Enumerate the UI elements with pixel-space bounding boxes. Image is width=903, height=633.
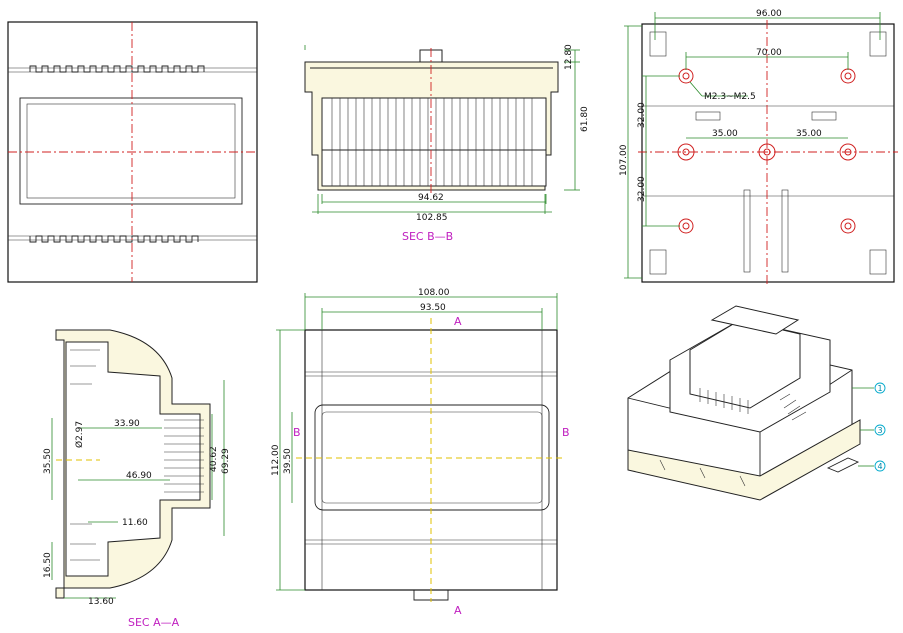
section-bb-fins [331,98,533,186]
dim-33-90: 33.90 [114,419,140,429]
dim-35-00-left: 35.00 [712,129,738,139]
top-view [7,21,258,283]
top-vent-teeth [29,65,205,73]
dim-32-00-lower: 32.00 [637,176,647,202]
dim-108-00: 108.00 [418,288,450,298]
dim-112-00: 112.00 [271,444,281,476]
dim-69-29: 69.29 [221,448,231,474]
bottom-view-frame [641,23,895,283]
dim-46-90: 46.90 [126,471,152,481]
dim-70-00: 70.00 [756,48,782,58]
dim-93-50: 93.50 [420,303,446,313]
callout-3-label: 3 [878,426,883,435]
bottom-view: 96.00 70.00 35.00 35.00 107.00 32.00 32.… [619,9,898,285]
dim-13-60: 13.60 [88,597,114,607]
screw-spec: M2.3~M2.5 [704,92,756,102]
dim-96-00: 96.00 [756,9,782,19]
mark-b-left: B [293,426,301,439]
iso-view: 1 3 4 [627,305,886,501]
dim-102-85: 102.85 [416,213,448,223]
callout-1 [874,382,886,394]
iso-top-cover [710,305,800,335]
dim-35-00-right: 35.00 [796,129,822,139]
dim-35-50: 35.50 [43,448,53,474]
dim-107-00: 107.00 [619,144,629,176]
section-aa-fins [70,349,204,561]
section-aa: 33.90 46.90 11.60 13.60 35.50 16.50 40.6… [43,329,231,629]
mark-b-right: B [562,426,570,439]
section-aa-title: SEC A—A [128,616,180,629]
mark-a-top: A [454,315,462,328]
callout-4-label: 4 [878,462,883,471]
mark-a-bottom: A [454,604,462,617]
dim-40-62: 40.62 [209,446,219,472]
dim-61-80: 61.80 [580,106,590,132]
front-view: 108.00 93.50 112.00 39.50 A A B B [271,288,570,617]
dim-94-62: 94.62 [418,193,444,203]
section-bb-title: SEC B—B [402,230,453,243]
dim-11-60: 11.60 [122,518,148,528]
dim-12-80: 12.80 [564,44,574,70]
dim-16-50: 16.50 [43,552,53,578]
section-bb: 94.62 102.85 12.80 61.80 SEC B—B [304,44,590,243]
dim-dia-2-97: Ø2.97 [74,421,85,448]
callout-3 [874,424,886,436]
callout-1-label: 1 [878,384,883,393]
dim-32-00-upper: 32.00 [637,102,647,128]
callout-4 [874,460,886,472]
top-window [19,97,243,205]
bottom-vent-teeth [29,235,199,243]
iso-base [627,419,861,501]
dim-39-50: 39.50 [283,448,293,474]
